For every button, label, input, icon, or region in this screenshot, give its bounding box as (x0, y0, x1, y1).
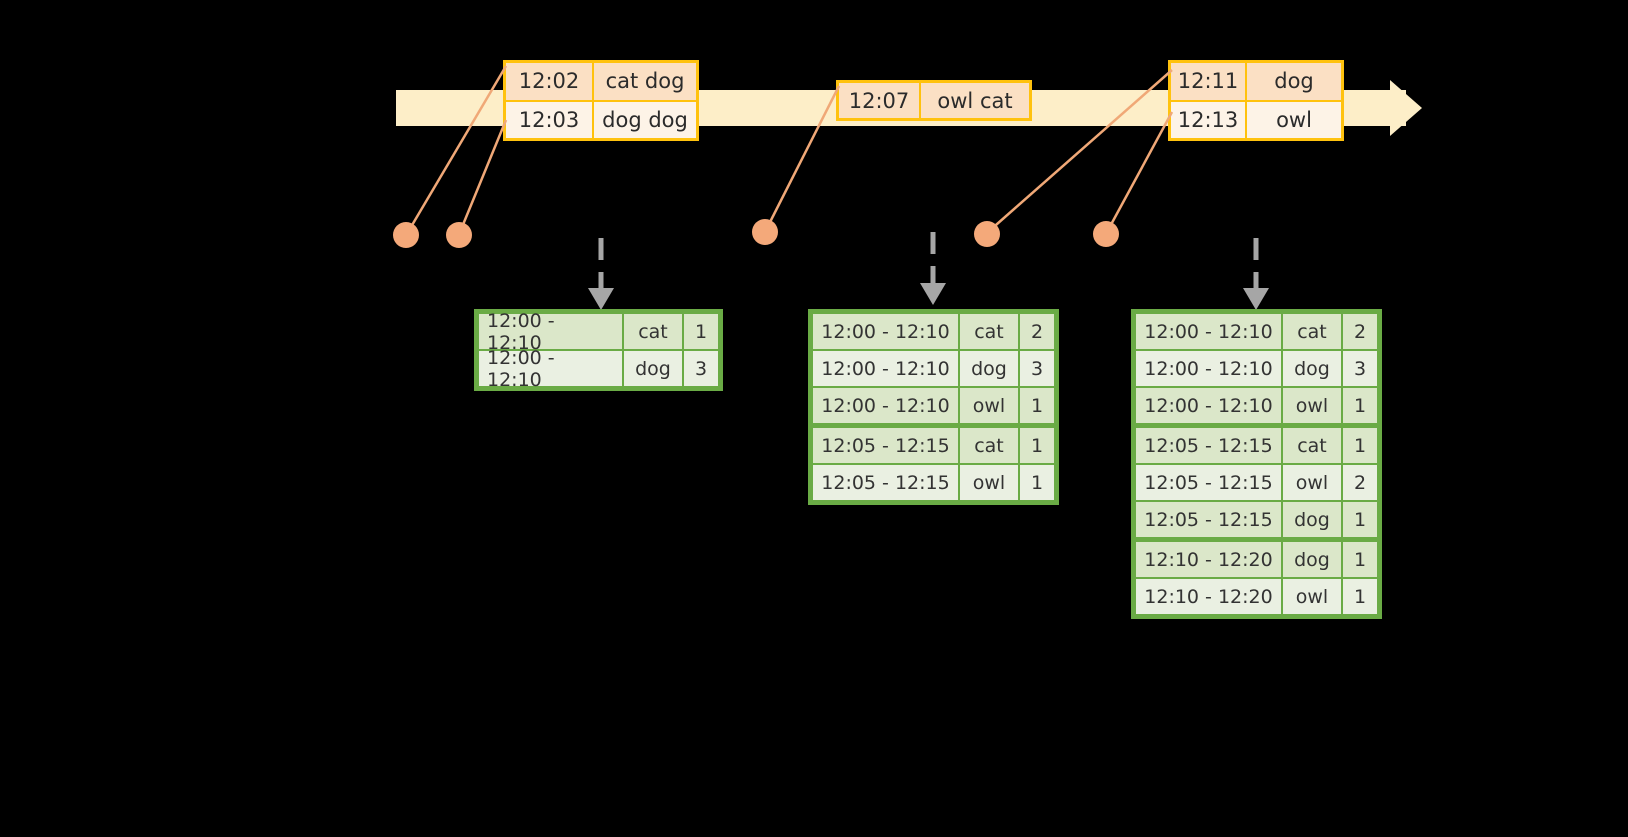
flow-arrow-heads (588, 283, 1269, 310)
word-cell: cat (1283, 314, 1341, 349)
event-time: 12:13 (1171, 101, 1245, 138)
count-cell: 1 (1343, 579, 1377, 614)
window-cell: 12:05 - 12:15 (813, 428, 958, 463)
count-cell: 1 (1343, 542, 1377, 577)
count-cell: 2 (1343, 465, 1377, 500)
count-cell: 2 (1343, 314, 1377, 349)
timeline-arrow-icon (1390, 80, 1422, 136)
window-cell: 12:05 - 12:15 (1136, 465, 1281, 500)
event-time: 12:02 (506, 63, 592, 100)
down-arrow-icon (1243, 288, 1269, 310)
word-cell: dog (1283, 502, 1341, 537)
word-cell: cat (960, 314, 1018, 349)
event-time: 12:03 (506, 101, 592, 138)
event-words: dog dog (592, 101, 696, 138)
word-cell: owl (960, 465, 1018, 500)
event-time: 12:11 (1171, 63, 1245, 100)
window-cell: 12:10 - 12:20 (1136, 542, 1281, 577)
window-cell: 12:05 - 12:15 (813, 465, 958, 500)
event-row: 12:07 owl cat (839, 83, 1029, 118)
count-cell: 1 (1020, 465, 1054, 500)
event-group-1[interactable]: 12:02 cat dog 12:03 dog dog (503, 60, 699, 141)
window-cell: 12:00 - 12:10 (479, 347, 622, 391)
event-row: 12:02 cat dog (506, 63, 696, 100)
window-cell: 12:00 - 12:10 (813, 351, 958, 386)
event-words: dog (1245, 63, 1341, 100)
event-group-3[interactable]: 12:11 dog 12:13 owl (1168, 60, 1344, 141)
count-cell: 1 (1343, 502, 1377, 537)
window-cell: 12:00 - 12:10 (1136, 388, 1281, 423)
count-cell: 2 (1020, 314, 1054, 349)
word-cell: owl (1283, 388, 1341, 423)
word-cell: cat (960, 428, 1018, 463)
event-dots (393, 219, 1119, 248)
connector-line (406, 65, 508, 233)
count-cell: 3 (684, 351, 718, 386)
count-cell: 1 (684, 314, 718, 349)
connector-line (458, 119, 508, 233)
word-cell: dog (624, 351, 682, 386)
count-cell: 1 (1343, 428, 1377, 463)
event-words: cat dog (592, 63, 696, 100)
word-cell: owl (1283, 465, 1341, 500)
event-dot (974, 221, 1000, 247)
event-time: 12:07 (839, 83, 919, 118)
event-row: 12:11 dog (1171, 63, 1341, 100)
word-cell: dog (1283, 542, 1341, 577)
connector-line (764, 85, 841, 231)
word-cell: dog (1283, 351, 1341, 386)
word-cell: cat (1283, 428, 1341, 463)
count-cell: 3 (1020, 351, 1054, 386)
event-dot (752, 219, 778, 245)
window-cell: 12:10 - 12:20 (1136, 579, 1281, 614)
window-cell: 12:05 - 12:15 (1136, 502, 1281, 537)
window-cell: 12:00 - 12:10 (1136, 351, 1281, 386)
count-cell: 1 (1020, 388, 1054, 423)
event-row: 12:13 owl (1171, 99, 1341, 138)
event-words: owl cat (919, 83, 1029, 118)
event-group-2[interactable]: 12:07 owl cat (836, 80, 1032, 121)
connector-line (987, 69, 1173, 233)
word-cell: dog (960, 351, 1018, 386)
event-words: owl (1245, 101, 1341, 138)
word-cell: owl (960, 388, 1018, 423)
window-cell: 12:00 - 12:10 (813, 388, 958, 423)
word-cell: cat (624, 314, 682, 349)
window-cell: 12:00 - 12:10 (1136, 314, 1281, 349)
down-arrow-icon (588, 288, 614, 310)
count-cell: 1 (1343, 388, 1377, 423)
word-cell: owl (1283, 579, 1341, 614)
event-dot (393, 222, 419, 248)
count-cell: 1 (1020, 428, 1054, 463)
event-dot (1093, 221, 1119, 247)
window-cell: 12:00 - 12:10 (479, 310, 622, 354)
connector-line (1105, 111, 1174, 233)
window-cell: 12:00 - 12:10 (813, 314, 958, 349)
event-dot (446, 222, 472, 248)
down-arrow-icon (920, 283, 946, 305)
count-cell: 3 (1343, 351, 1377, 386)
window-cell: 12:05 - 12:15 (1136, 428, 1281, 463)
event-row: 12:03 dog dog (506, 99, 696, 138)
